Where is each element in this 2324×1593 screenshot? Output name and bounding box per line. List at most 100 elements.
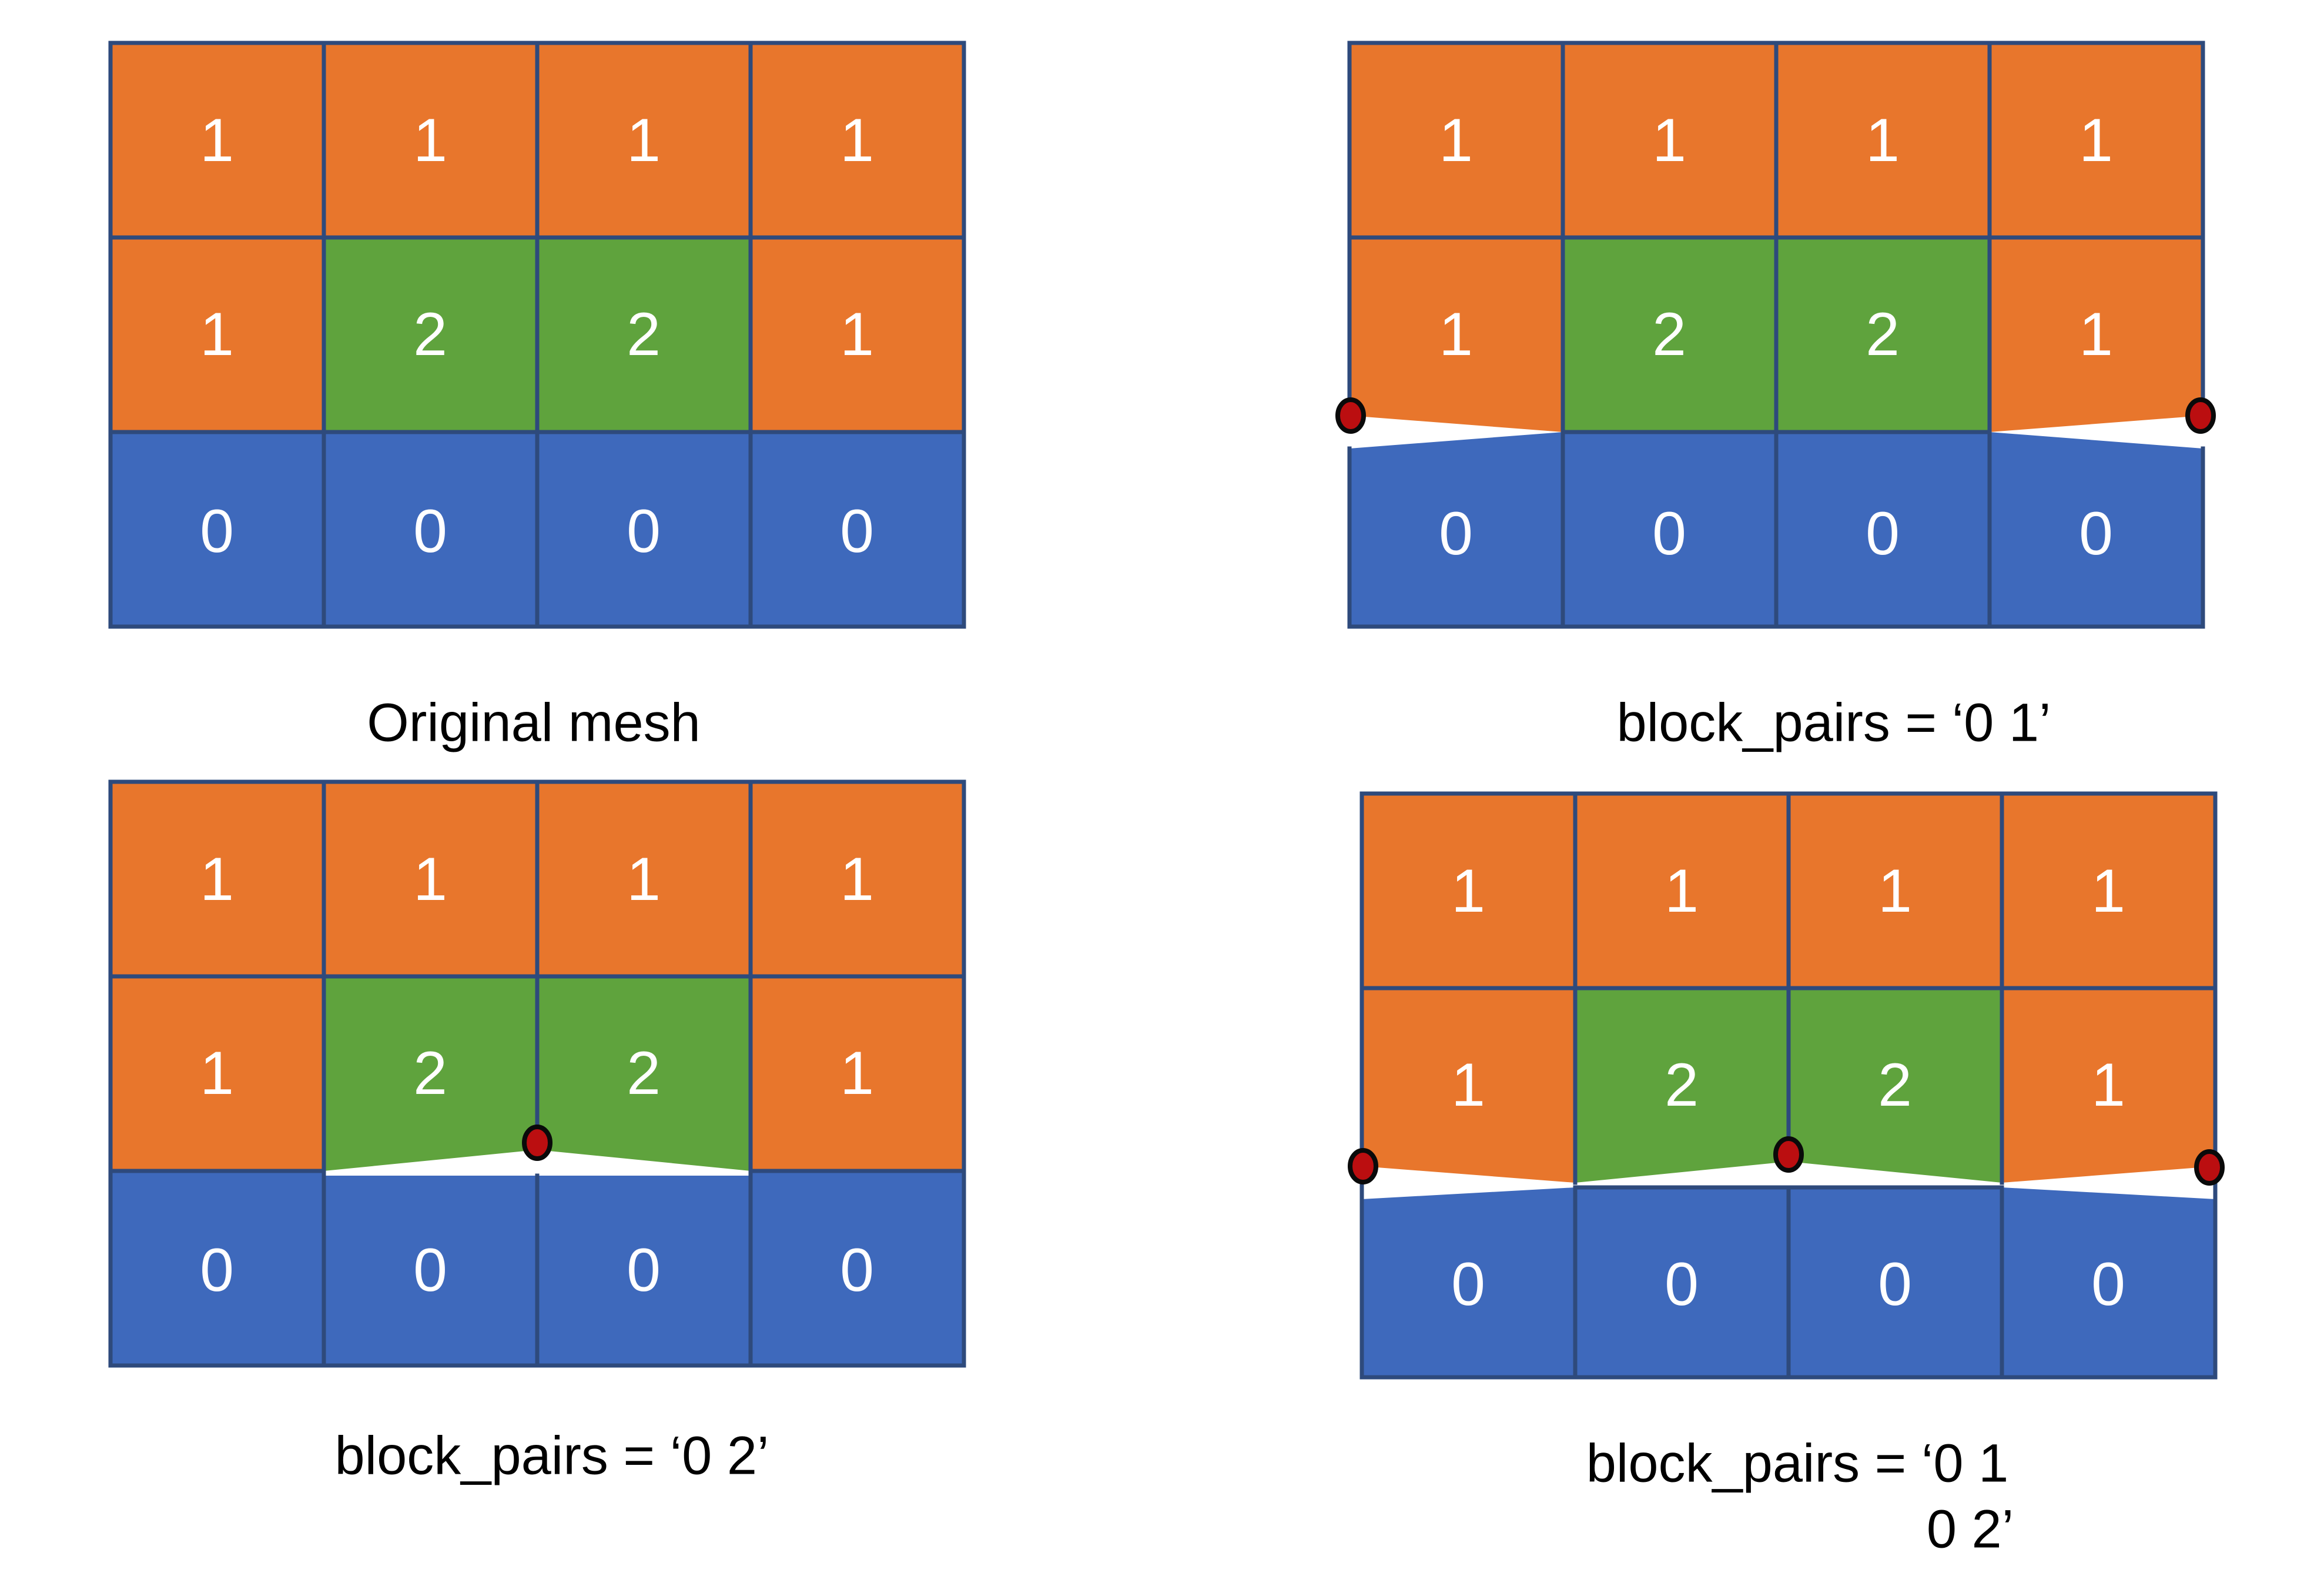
mesh-cell-block-0 <box>1575 1187 1789 1377</box>
mesh-cell-label: 0 <box>840 1236 874 1304</box>
mesh-cell-block-1 <box>537 782 751 976</box>
mesh-cell-label: 1 <box>413 845 447 913</box>
mesh-cell-block-1 <box>110 237 324 432</box>
mesh-cell-block-0 <box>324 1176 537 1366</box>
mesh-cell-label: 1 <box>840 106 874 175</box>
mesh-cell-label: 0 <box>1866 500 1900 568</box>
mesh-cell-label: 1 <box>1451 1051 1485 1119</box>
mesh-cell-block-1 <box>1563 43 1776 237</box>
mesh-cell-block-0 <box>2002 1187 2215 1377</box>
mesh-cell-label: 2 <box>1652 300 1686 369</box>
mesh-cell-block-1 <box>1362 988 1575 1183</box>
mesh-cell-label: 1 <box>1878 857 1912 925</box>
mesh-cell-label: 0 <box>1451 1250 1485 1318</box>
mesh-cell-block-1 <box>1990 237 2203 432</box>
mesh-cell-block-1 <box>1776 43 1990 237</box>
mesh-cell-label: 1 <box>840 1039 874 1107</box>
mesh-cell-block-2 <box>1575 988 1789 1183</box>
panel-caption-block-pairs-0-1-0-2-line2: 0 2’ <box>1926 1499 2014 1559</box>
mesh-cell-label: 1 <box>1665 857 1699 925</box>
mesh-cell-block-0 <box>1776 432 1990 627</box>
mesh-cell-block-1 <box>1990 43 2203 237</box>
mesh-cell-block-1 <box>110 43 324 237</box>
mesh-cell-block-1 <box>324 782 537 976</box>
mesh-cell-label: 1 <box>200 300 234 369</box>
split-vertex-dot <box>2194 1149 2225 1186</box>
mesh-cell-block-1 <box>1349 43 1563 237</box>
mesh-cell-label: 1 <box>1866 106 1900 175</box>
mesh-cell-block-0 <box>1563 432 1776 627</box>
mesh-cell-block-1 <box>751 976 964 1171</box>
mesh-cell-label: 1 <box>627 845 661 913</box>
mesh-cell-block-1 <box>537 43 751 237</box>
mesh-cell-label: 1 <box>627 106 661 175</box>
mesh-cell-block-2 <box>537 976 751 1171</box>
mesh-cell-block-1 <box>1349 237 1563 432</box>
mesh-cell-label: 0 <box>1652 500 1686 568</box>
mesh-cell-label: 1 <box>200 1039 234 1107</box>
mesh-cell-block-1 <box>2002 794 2215 988</box>
mesh-cell-block-1 <box>1362 794 1575 988</box>
mesh-cell-block-1 <box>751 43 964 237</box>
panel-caption-block-pairs-0-1: block_pairs = ‘0 1’ <box>1616 692 2051 753</box>
mesh-cell-block-0 <box>1990 432 2203 627</box>
mesh-cell-label: 2 <box>413 300 447 369</box>
mesh-cell-label: 0 <box>413 1236 447 1304</box>
mesh-cell-block-1 <box>751 237 964 432</box>
split-vertex-dot <box>1773 1136 1804 1173</box>
mesh-cell-block-1 <box>2002 988 2215 1183</box>
mesh-cell-label: 0 <box>1439 500 1473 568</box>
mesh-cell-block-0 <box>1349 432 1563 627</box>
mesh-cell-label: 0 <box>627 1236 661 1304</box>
mesh-cell-block-1 <box>324 43 537 237</box>
mesh-cell-block-0 <box>324 432 537 627</box>
mesh-cell-block-0 <box>1362 1187 1575 1377</box>
panel-caption-original-mesh: Original mesh <box>367 692 701 753</box>
mesh-cell-label: 1 <box>1439 300 1473 369</box>
mesh-block-pairs-0-1: 1 1 1 1 1 2 2 1 0 0 0 0 <box>1335 41 2216 629</box>
mesh-cell-label: 0 <box>840 497 874 565</box>
mesh-cell-block-0 <box>110 432 324 627</box>
mesh-cell-block-1 <box>751 782 964 976</box>
panel-caption-block-pairs-0-1-0-2-line1: block_pairs = ‘0 1 <box>1586 1433 2009 1494</box>
mesh-cell-label: 1 <box>2091 857 2125 925</box>
mesh-cell-block-2 <box>1789 988 2002 1183</box>
mesh-cell-block-2 <box>324 237 537 432</box>
mesh-cell-label: 0 <box>413 497 447 565</box>
panel-caption-block-pairs-0-2: block_pairs = ‘0 2’ <box>334 1425 769 1486</box>
mesh-cell-label: 0 <box>1878 1250 1912 1318</box>
mesh-cell-block-0 <box>537 432 751 627</box>
mesh-cell-label: 1 <box>1439 106 1473 175</box>
mesh-cell-label: 0 <box>1665 1250 1699 1318</box>
mesh-cell-label: 1 <box>1652 106 1686 175</box>
mesh-cell-block-0 <box>751 1171 964 1366</box>
mesh-cell-label: 2 <box>1878 1051 1912 1119</box>
split-vertex-dot <box>2185 397 2216 434</box>
mesh-cell-label: 0 <box>200 1236 234 1304</box>
mesh-cell-label: 2 <box>413 1039 447 1107</box>
mesh-cell-label: 2 <box>1866 300 1900 369</box>
mesh-cell-label: 1 <box>2091 1051 2125 1119</box>
mesh-cell-block-0 <box>537 1176 751 1366</box>
mesh-cell-block-1 <box>1575 794 1789 988</box>
mesh-cell-block-1 <box>110 976 324 1171</box>
mesh-cell-label: 1 <box>840 300 874 369</box>
mesh-cell-block-0 <box>110 1171 324 1366</box>
mesh-cell-label: 0 <box>627 497 661 565</box>
mesh-cell-block-1 <box>1789 794 2002 988</box>
mesh-cell-label: 2 <box>627 1039 661 1107</box>
mesh-cell-label: 1 <box>200 106 234 175</box>
mesh-cell-label: 2 <box>1665 1051 1699 1119</box>
mesh-cell-label: 1 <box>2079 300 2113 369</box>
split-vertex-dot <box>522 1125 552 1161</box>
mesh-cell-block-1 <box>110 782 324 976</box>
mesh-cell-label: 0 <box>2079 500 2113 568</box>
mesh-cell-label: 1 <box>413 106 447 175</box>
mesh-cell-label: 0 <box>2091 1250 2125 1318</box>
mesh-cell-label: 1 <box>2079 106 2113 175</box>
mesh-cell-label: 1 <box>840 845 874 913</box>
